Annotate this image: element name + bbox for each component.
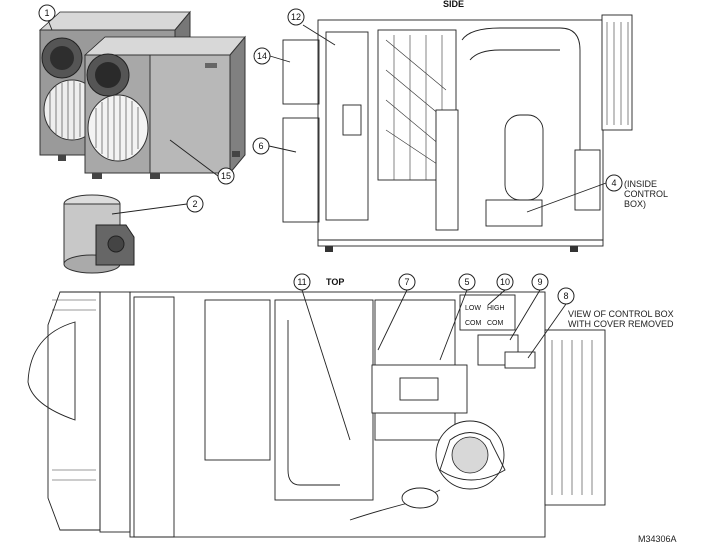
svg-text:10: 10 <box>500 277 510 287</box>
callout-7: 7 <box>377 273 416 351</box>
callout-4: 4 <box>526 174 623 213</box>
svg-text:HIGH: HIGH <box>487 305 505 312</box>
svg-text:8: 8 <box>563 291 568 301</box>
callout-8: 8 <box>527 287 575 359</box>
svg-text:11: 11 <box>297 277 306 287</box>
svg-text:COM: COM <box>487 320 504 327</box>
callout-9: 9 <box>509 273 549 341</box>
svg-text:2: 2 <box>192 199 197 209</box>
svg-text:1: 1 <box>44 8 49 18</box>
svg-text:CONTROL: CONTROL <box>624 189 668 199</box>
svg-text:WITH COVER REMOVED: WITH COVER REMOVED <box>568 319 674 329</box>
svg-text:15: 15 <box>221 171 231 181</box>
svg-text:4: 4 <box>611 178 616 188</box>
callout-15: 15 <box>169 139 235 185</box>
callout-14: 14 <box>253 47 291 65</box>
svg-text:6: 6 <box>258 141 263 151</box>
damper-illustration <box>63 194 135 274</box>
control-board-labels: LOW COM HIGH COM <box>465 305 505 327</box>
svg-text:7: 7 <box>404 277 409 287</box>
svg-text:VIEW OF CONTROL BOX: VIEW OF CONTROL BOX <box>568 309 674 319</box>
side-view-drawing <box>282 14 633 252</box>
svg-text:(INSIDE: (INSIDE <box>624 179 657 189</box>
svg-text:12: 12 <box>291 12 301 22</box>
callout-12: 12 <box>287 8 336 46</box>
callout-10: 10 <box>487 273 514 306</box>
callout-1: 1 <box>38 4 56 31</box>
svg-text:LOW: LOW <box>465 305 481 312</box>
inside-control-box-note: (INSIDE CONTROL BOX) <box>624 179 668 209</box>
svg-text:5: 5 <box>464 277 469 287</box>
svg-text:9: 9 <box>537 277 542 287</box>
top-view-drawing <box>27 291 606 538</box>
svg-text:14: 14 <box>257 51 267 61</box>
callout-5: 5 <box>439 273 476 361</box>
dehumidifier-units-illustration <box>38 10 246 179</box>
callout-2: 2 <box>111 195 204 215</box>
top-view-title: TOP <box>326 277 344 287</box>
callout-6: 6 <box>252 137 297 155</box>
callout-11: 11 <box>293 273 351 441</box>
view-control-box-note: VIEW OF CONTROL BOX WITH COVER REMOVED <box>568 309 674 329</box>
figure-code: M34306A <box>638 534 677 544</box>
svg-text:BOX): BOX) <box>624 199 646 209</box>
svg-text:COM: COM <box>465 320 482 327</box>
side-view-title: SIDE <box>443 0 464 9</box>
